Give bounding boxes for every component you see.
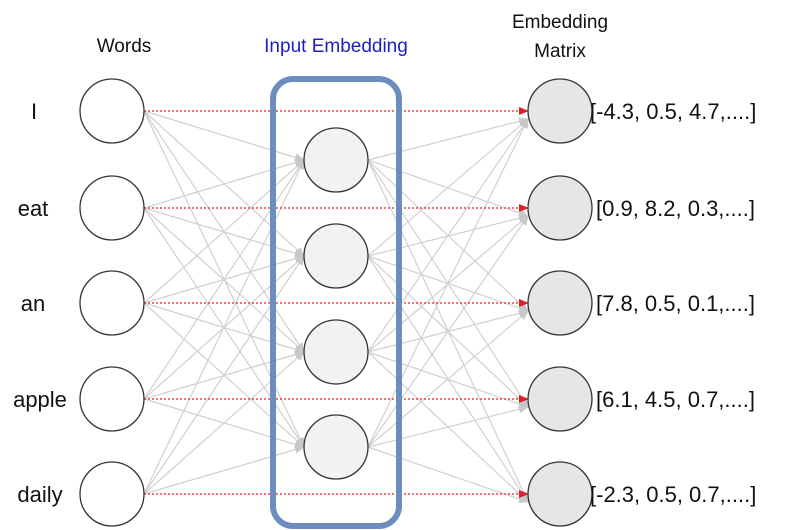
embedding-vector-label: [6.1, 4.5, 0.7,....] [596, 387, 755, 412]
connection-input-3-hidden-0 [143, 159, 305, 400]
connection-hidden-2-output-0 [367, 118, 529, 353]
connection-hidden-3-output-1 [367, 215, 529, 448]
direct-arrows [144, 107, 529, 498]
connection-input-0-hidden-0 [143, 110, 305, 162]
embedding-vector-label: [-2.3, 0.5, 0.7,....] [590, 482, 756, 507]
output-node-eat [527, 175, 593, 241]
hidden-node-4 [303, 414, 369, 480]
word-label: daily [17, 482, 62, 507]
input-node-apple [79, 366, 145, 432]
connection-hidden-3-output-2 [367, 310, 529, 448]
input-node-eat [79, 175, 145, 241]
word-label: eat [18, 196, 49, 221]
embedding-vector-label: [7.8, 0.5, 0.1,....] [596, 291, 755, 316]
connections [143, 110, 529, 503]
connection-hidden-0-output-0 [367, 117, 529, 161]
embedding-matrix-header-line1: Embedding [512, 12, 608, 33]
connection-input-4-hidden-3 [143, 445, 305, 495]
hidden-node-2 [303, 223, 369, 289]
embedding-vector-label: [-4.3, 0.5, 4.7,....] [590, 99, 756, 124]
connection-input-1-hidden-0 [143, 158, 305, 209]
connection-input-4-hidden-1 [143, 255, 305, 495]
connection-input-4-hidden-0 [143, 159, 305, 495]
input-node-an [79, 270, 145, 336]
connection-hidden-3-output-0 [367, 118, 529, 448]
hidden-node-1 [303, 127, 369, 193]
input-embedding-box [270, 76, 402, 529]
output-node-I [527, 78, 593, 144]
word-label: an [21, 291, 45, 316]
word-label: apple [13, 387, 67, 412]
output-node-an [527, 270, 593, 336]
words-header: Words [97, 36, 152, 57]
output-node-daily [527, 461, 593, 527]
connection-hidden-1-output-0 [367, 118, 529, 257]
connection-hidden-3-output-3 [367, 405, 529, 448]
input-embedding-header: Input Embedding [264, 36, 408, 57]
connection-input-2-hidden-0 [143, 159, 305, 304]
input-node-daily [79, 461, 145, 527]
connection-input-4-hidden-2 [143, 351, 305, 495]
connection-hidden-3-output-4 [367, 446, 529, 503]
output-node-apple [527, 366, 593, 432]
embedding-matrix-header-line2: Matrix [534, 41, 586, 62]
input-node-I [79, 78, 145, 144]
word-label: I [31, 99, 37, 124]
hidden-node-3 [303, 319, 369, 385]
nodes [79, 78, 593, 527]
embedding-vector-label: [0.9, 8.2, 0.3,....] [596, 196, 755, 221]
